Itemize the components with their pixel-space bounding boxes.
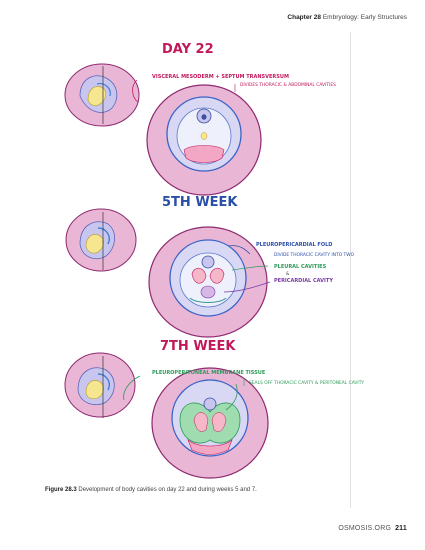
week-7-label: PLEUROPERITONEAL MEMBRANE TISSUE bbox=[152, 370, 266, 376]
week-5-side-view bbox=[65, 208, 137, 272]
footer-site: OSMOSIS.ORG bbox=[338, 525, 392, 532]
panel-day-22: DAY 22 VISCERAL MESODERM + SEPTUM TRANSV… bbox=[64, 42, 336, 196]
week-7-title: 7TH WEEK bbox=[160, 339, 236, 354]
day-22-note: DIVIDES THORACIC & ABDOMINAL CAVITIES bbox=[240, 82, 336, 88]
week-7-cross-section bbox=[151, 367, 269, 479]
chapter-subject: Embryology: Early Structures bbox=[322, 14, 407, 21]
margin-rule bbox=[350, 32, 351, 508]
week-7-side-view bbox=[64, 352, 136, 418]
figure-caption: Figure 28.3 Development of body cavities… bbox=[45, 487, 257, 493]
day-22-cross-section bbox=[146, 84, 262, 196]
week-5-note-2: PLEURAL CAVITIES bbox=[274, 264, 327, 270]
week-5-cross-section bbox=[148, 226, 268, 338]
chapter-number: Chapter 28 bbox=[287, 14, 322, 21]
panel-week-7: 7TH WEEK PLEUROPERITONEAL MEMBRANE TISSU… bbox=[64, 339, 364, 479]
week-5-note-1: DIVIDE THORACIC CAVITY INTO TWO bbox=[274, 252, 355, 258]
week-5-title: 5TH WEEK bbox=[162, 195, 238, 210]
day-22-label: VISCERAL MESODERM + SEPTUM TRANSVERSUM bbox=[152, 74, 289, 80]
week-5-note-3: & bbox=[286, 271, 290, 277]
page-number: 211 bbox=[395, 525, 407, 532]
day-22-title: DAY 22 bbox=[162, 42, 214, 57]
figure-number: Figure 28.3 bbox=[45, 487, 77, 493]
week-7-note: SEALS OFF THORACIC CAVITY & PERITONEAL C… bbox=[249, 380, 364, 386]
day-22-side-view bbox=[64, 63, 140, 127]
figure-caption-text: Development of body cavities on day 22 a… bbox=[78, 487, 257, 493]
panel-week-5: 5TH WEEK PLEUROPERICARDIAL FOLD DIVIDE T… bbox=[65, 195, 355, 338]
week-5-note-4: PERICARDIAL CAVITY bbox=[274, 278, 333, 284]
page-header: Chapter 28 Embryology: Early Structures bbox=[287, 14, 407, 21]
week-5-label: PLEUROPERICARDIAL FOLD bbox=[256, 242, 332, 248]
